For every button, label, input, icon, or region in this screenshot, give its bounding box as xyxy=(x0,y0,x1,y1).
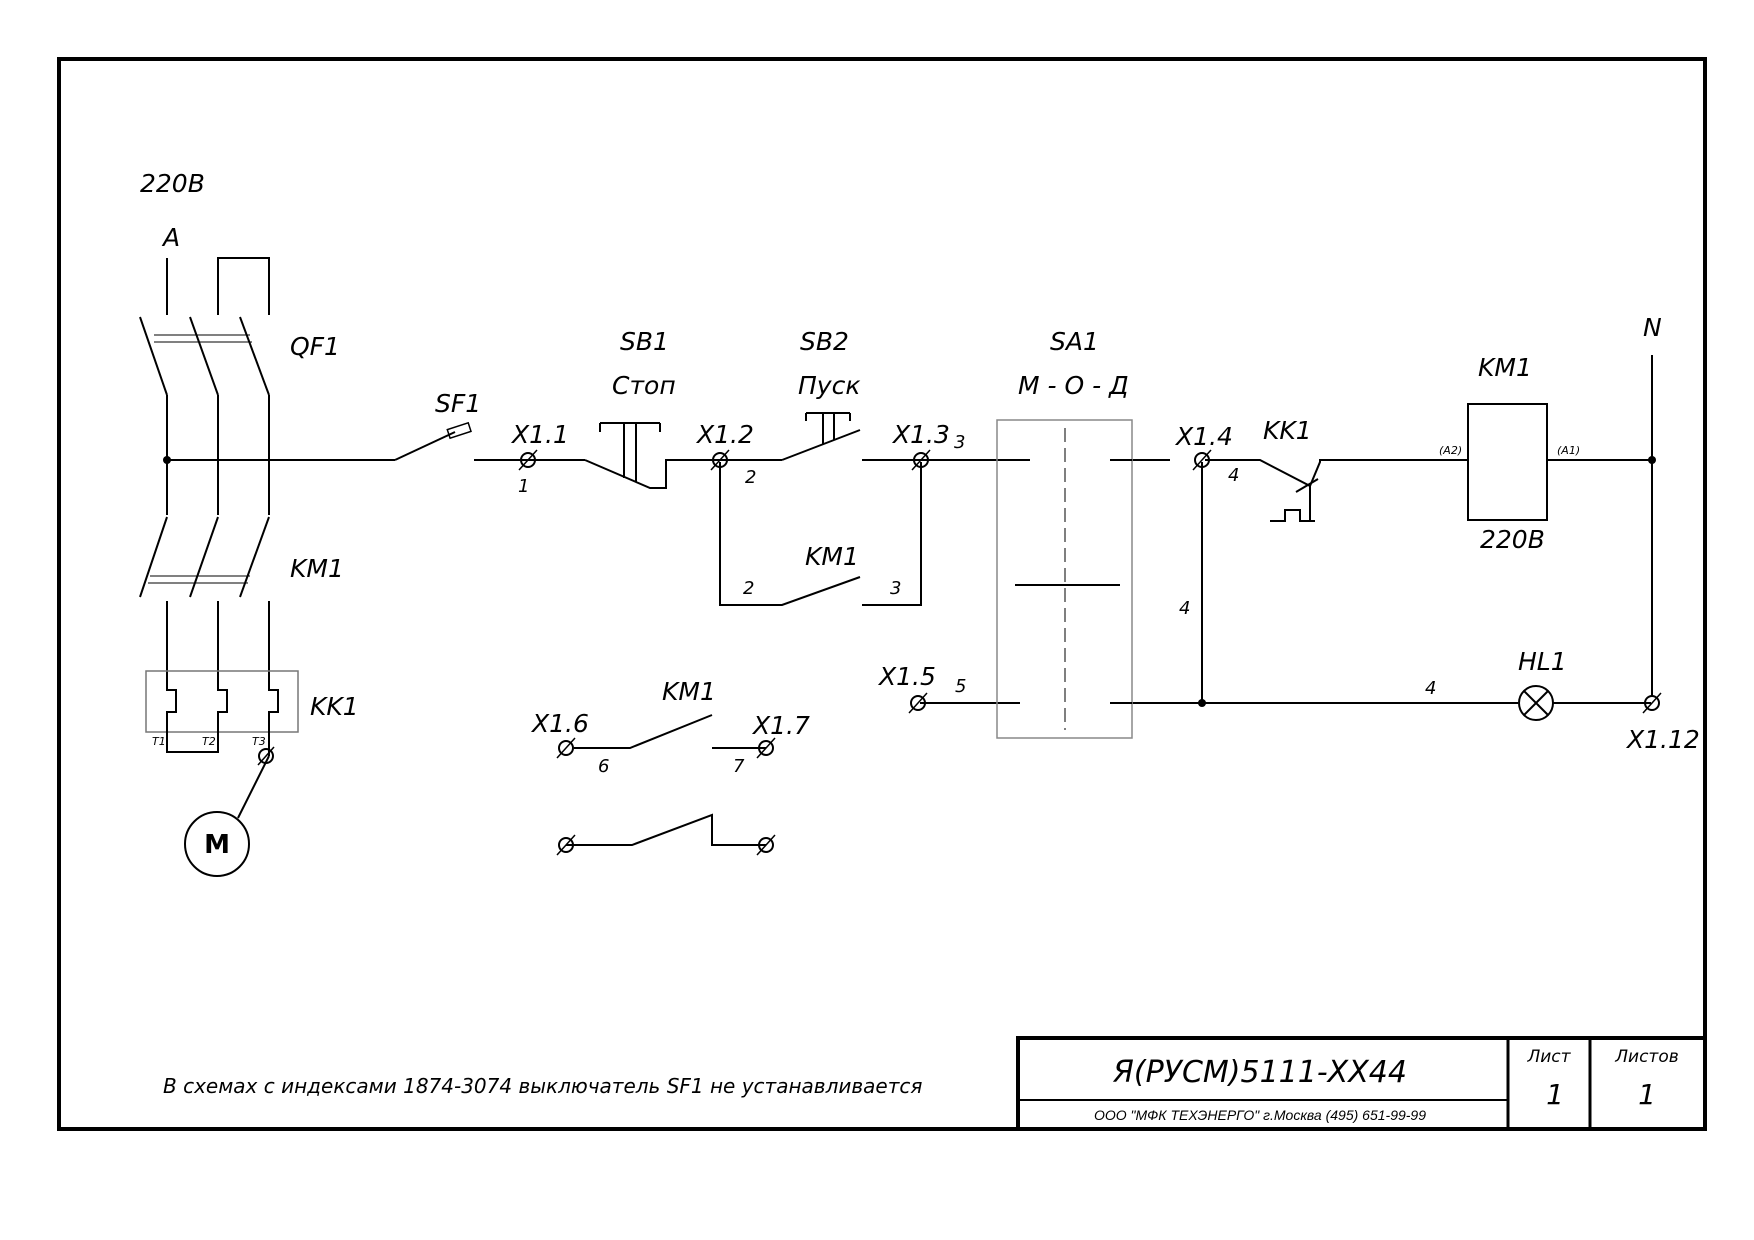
wire-number-2-lower: 2 xyxy=(743,578,754,599)
wire-number-1: 1 xyxy=(518,476,529,497)
terminal-x1-2-label: X1.2 xyxy=(695,420,754,449)
terminal-x1-4-label: X1.4 xyxy=(1174,422,1233,451)
terminal-x1-1-label: X1.1 xyxy=(510,420,569,449)
sa1-selector-switch xyxy=(996,419,1133,739)
sb2-label: SB2 xyxy=(800,327,849,356)
wire-number-7: 7 xyxy=(733,756,745,777)
sheets-header: Листов xyxy=(1614,1047,1679,1067)
wire-number-6: 6 xyxy=(598,756,609,777)
hl1-label: HL1 xyxy=(1518,647,1567,676)
sa1-caption: М - О - Д xyxy=(1018,371,1129,400)
terminal-markers xyxy=(518,449,1662,856)
terminal-x1-5-label: X1.5 xyxy=(877,662,936,691)
sheet-number: 1 xyxy=(1546,1078,1564,1111)
neutral-label: N xyxy=(1643,313,1662,342)
terminal-x1-7-label: X1.7 xyxy=(751,711,810,740)
sheet-header: Лист xyxy=(1526,1047,1571,1067)
hl1-lamp xyxy=(1518,685,1554,721)
title-block: Я(РУСМ)5111-XX44 ООО "МФК ТЕХЭНЕРГО" г.М… xyxy=(1016,1036,1707,1131)
wire-numbers: 1 2 2 3 3 4 4 4 5 6 7 xyxy=(518,432,1436,777)
motor-label: M xyxy=(204,830,230,860)
kk1-contact-label: KK1 xyxy=(1263,416,1312,445)
drawing-frame xyxy=(57,57,1707,1131)
km1-aux-label: KM1 xyxy=(662,677,716,706)
wire-number-4-lamp: 4 xyxy=(1425,678,1436,699)
installation-note: В схемах с индексами 1874-3074 выключате… xyxy=(163,1074,922,1098)
phase-label: A xyxy=(161,223,180,252)
km1-main-label: KM1 xyxy=(290,554,344,583)
supply-voltage-label: 220В xyxy=(140,169,205,198)
sa1-label: SA1 xyxy=(1050,327,1099,356)
km1-hold-label: KM1 xyxy=(805,542,859,571)
sb1-label: SB1 xyxy=(620,327,669,356)
kk1-terminal-t2: T2 xyxy=(202,735,216,748)
organization-line: ООО "МФК ТЕХЭНЕРГО" г.Москва (495) 651-9… xyxy=(1094,1107,1426,1123)
wire-number-4-vertical: 4 xyxy=(1179,598,1190,619)
power-circuit xyxy=(139,257,270,676)
km1-coil-label: KM1 xyxy=(1478,353,1532,382)
wire-number-3-lower: 3 xyxy=(890,578,901,599)
km1-coil xyxy=(1467,403,1548,521)
terminal-x1-3-label: X1.3 xyxy=(891,420,950,449)
km1-coil-pin-a1: (A1) xyxy=(1557,444,1580,457)
terminal-labels: X1.1 X1.2 X1.3 X1.4 X1.5 X1.6 X1.7 X1.12 xyxy=(510,420,1700,754)
component-labels: 220В A QF1 KM1 KK1 T1 T2 T3 SF1 SB1 Стоп… xyxy=(140,169,1662,748)
document-designation: Я(РУСМ)5111-XX44 xyxy=(1112,1055,1407,1090)
sf1-label: SF1 xyxy=(435,389,481,418)
wire-number-3-upper: 3 xyxy=(954,432,965,453)
terminal-x1-6-label: X1.6 xyxy=(530,709,589,738)
wire-number-2-upper: 2 xyxy=(745,467,756,488)
terminal-x1-12-label: X1.12 xyxy=(1625,725,1700,754)
junction-dots xyxy=(163,456,1656,707)
kk1-thermal-relay xyxy=(145,670,299,819)
kk1-relay-label: KK1 xyxy=(310,692,359,721)
motor-symbol: M xyxy=(184,811,250,877)
wire-number-5: 5 xyxy=(955,676,966,697)
sb2-caption: Пуск xyxy=(798,371,860,400)
km1-coil-pin-a2: (A2) xyxy=(1439,444,1462,457)
sheets-count: 1 xyxy=(1638,1078,1656,1111)
kk1-terminal-t1: T1 xyxy=(152,735,166,748)
kk1-terminal-t3: T3 xyxy=(252,735,266,748)
km1-coil-voltage: 220В xyxy=(1480,525,1545,554)
wire-number-4-right: 4 xyxy=(1228,465,1239,486)
qf1-label: QF1 xyxy=(290,332,340,361)
sb1-caption: Стоп xyxy=(612,371,676,400)
